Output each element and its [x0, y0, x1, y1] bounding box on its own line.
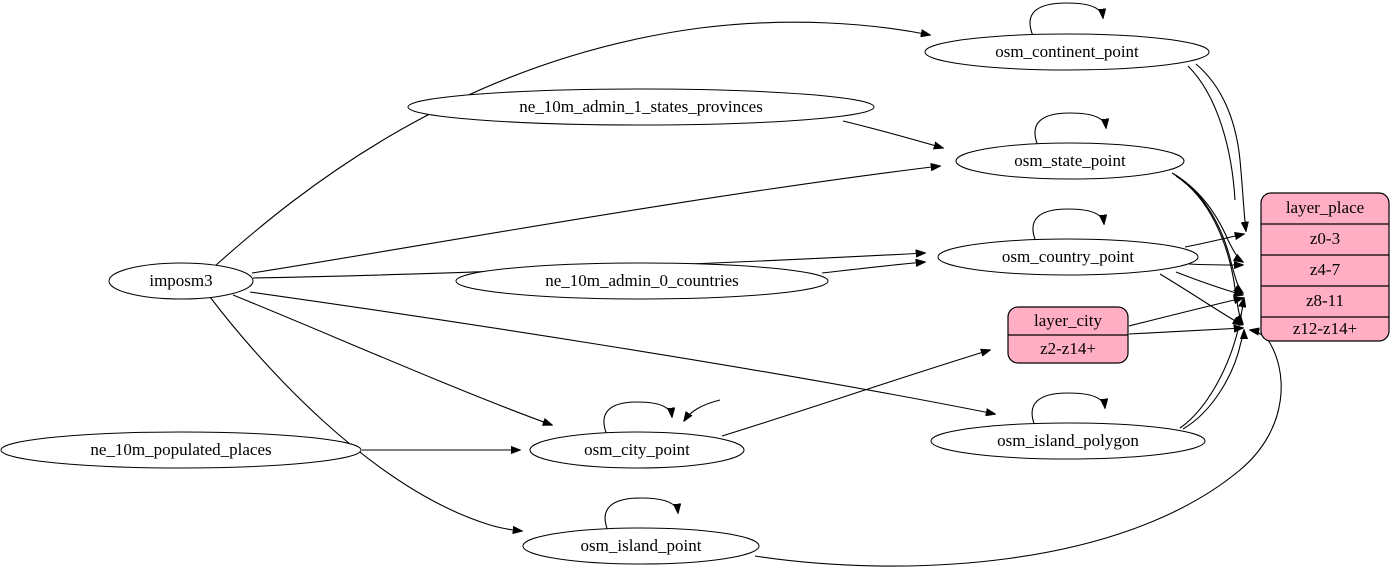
edge-imposm3-to-osm_island_polygon	[249, 291, 995, 414]
node-label-ne_states: ne_10m_admin_1_states_provinces	[519, 97, 763, 116]
node-label-osm_island_polygon: osm_island_polygon	[997, 431, 1139, 450]
edge-osm_city_point-to-layer_city-z2	[721, 350, 990, 437]
edge-layer_city-to-layer_place-z12	[1128, 328, 1243, 335]
edge-layer_city-to-layer_place-z8-11	[1128, 298, 1243, 327]
edge-osm_country_point-to-layer_place-z12	[1159, 273, 1242, 325]
node-ne_10m_admin_0_countries[interactable]: ne_10m_admin_0_countries	[455, 262, 829, 300]
edge-imposm3-to-osm_city_point	[232, 294, 552, 425]
node-label-osm_island_point: osm_island_point	[581, 536, 702, 555]
record-row-layer_place-z0-3[interactable]: z0-3	[1310, 229, 1340, 248]
node-osm_continent_point[interactable]: osm_continent_point	[924, 33, 1210, 71]
node-label-osm_city_point: osm_city_point	[584, 440, 690, 459]
record-row-layer_place-z8-11[interactable]: z8-11	[1306, 291, 1344, 310]
selfloop-osm_state_point	[1034, 112, 1106, 147]
record-row-layer_city-z2-z14[interactable]: z2-z14+	[1040, 339, 1096, 358]
node-osm_state_point[interactable]: osm_state_point	[955, 142, 1185, 180]
node-ne_10m_populated_places[interactable]: ne_10m_populated_places	[0, 431, 362, 469]
node-osm_city_point[interactable]: osm_city_point	[529, 431, 745, 469]
node-osm_island_point[interactable]: osm_island_point	[522, 527, 760, 565]
node-osm_island_polygon[interactable]: osm_island_polygon	[930, 422, 1206, 460]
node-label-osm_continent_point: osm_continent_point	[995, 42, 1139, 61]
edge-osm_country_point-to-layer_place-z4-7	[1188, 264, 1243, 265]
edge-osm_state_point-to-layer_place-z8-11	[1173, 173, 1243, 293]
node-osm_country_point[interactable]: osm_country_point	[937, 238, 1199, 276]
node-ne_10m_admin_1_states_provinces[interactable]: ne_10m_admin_1_states_provinces	[407, 88, 875, 126]
selfloop-osm_country_point	[1032, 208, 1104, 243]
edge-ne_states-to-osm_state_point	[842, 120, 943, 148]
record-layer: layer_place z0-3 z4-7 z8-11 z12-z14+ lay…	[1007, 192, 1390, 364]
node-label-imposm3: imposm3	[149, 271, 212, 290]
node-label-ne_populated: ne_10m_populated_places	[90, 440, 271, 459]
edge-imposm3-to-osm_state_point	[251, 166, 940, 274]
selfloop-osm_island_polygon	[1031, 392, 1105, 427]
node-label-osm_country_point: osm_country_point	[1002, 247, 1134, 266]
node-label-ne_countries: ne_10m_admin_0_countries	[545, 271, 739, 290]
edge-osm_continent_point-right-sweep	[1187, 65, 1236, 201]
selfloop-osm_continent_point	[1029, 2, 1103, 37]
edge-osm_state_point-to-layer_place-z12	[1175, 175, 1243, 324]
record-row-layer_place-z12-z14[interactable]: z12-z14+	[1293, 319, 1357, 338]
edge-osm_country_point-to-layer_place-z0-3	[1184, 234, 1244, 248]
record-title-layer_place: layer_place	[1286, 198, 1364, 217]
edge-imposm3-to-osm_island_point	[209, 296, 522, 531]
record-row-layer_place-z4-7[interactable]: z4-7	[1310, 260, 1341, 279]
selfloop-osm_city_point	[603, 401, 672, 436]
edge-layer	[209, 2, 1282, 567]
node-layer: imposm3 ne_10m_admin_1_states_provinces …	[0, 33, 1210, 565]
record-title-layer_city: layer_city	[1034, 311, 1102, 330]
edge-ne_countries-to-osm_country_point	[821, 262, 925, 274]
edge-osm_continent_point-to-layer_place-z0-3	[1195, 63, 1246, 231]
edge-osm_island_polygon-to-layer_place-z12	[1182, 330, 1244, 430]
edge-imposm3-to-osm_continent_point	[214, 21, 930, 267]
selfloop-osm_island_point	[604, 497, 678, 532]
edge-city-outer-return	[684, 399, 721, 421]
node-imposm3[interactable]: imposm3	[108, 262, 254, 300]
record-layer_place[interactable]: layer_place z0-3 z4-7 z8-11 z12-z14+	[1260, 192, 1390, 342]
record-layer_city[interactable]: layer_city z2-z14+	[1007, 306, 1129, 364]
edge-osm_island_polygon-to-layer_place-z8-11	[1179, 298, 1244, 429]
edge-osm_country_point-to-layer_place-z8-11	[1175, 271, 1243, 295]
node-label-osm_state_point: osm_state_point	[1014, 151, 1126, 170]
